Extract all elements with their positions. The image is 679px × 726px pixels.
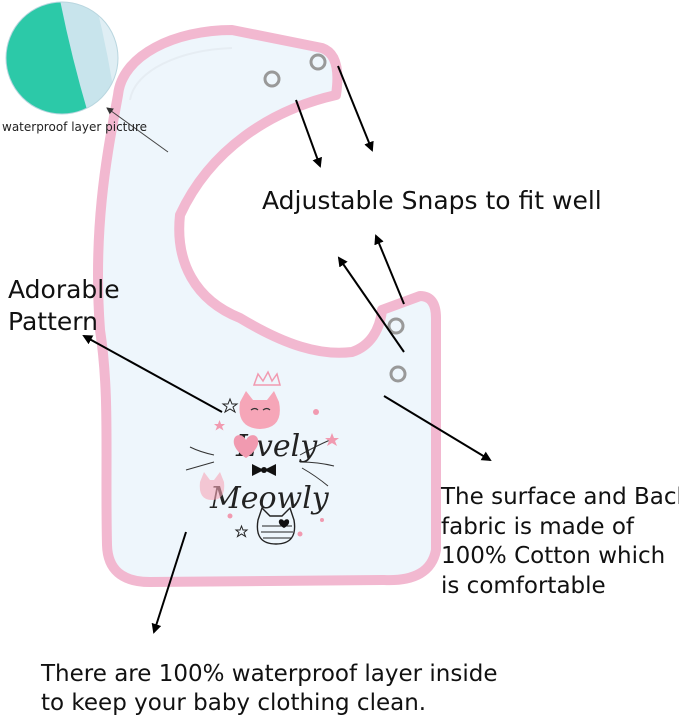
waterproof-layer-inset	[6, 2, 118, 114]
waterproof-label-line: to keep your baby clothing clean.	[41, 690, 427, 716]
snap-button	[389, 365, 407, 383]
waterproof-label-line: There are 100% waterproof layer inside	[41, 661, 498, 687]
striped-cat-icon	[256, 506, 296, 545]
pattern-label-line: Adorable	[8, 275, 120, 304]
snap-button	[309, 53, 327, 71]
snap-arrow	[337, 65, 374, 152]
heart-icon	[233, 435, 259, 458]
waterproof-label: There are 100% waterproof layer inside t…	[41, 660, 498, 718]
inset-caption: waterproof layer picture	[2, 120, 148, 134]
cotton-label-line: is comfortable	[441, 572, 606, 599]
whiskers	[299, 439, 335, 487]
waterproof-arrow	[151, 531, 187, 634]
pattern-label-line: Pattern	[8, 307, 98, 336]
snap-arrow	[374, 234, 405, 305]
cotton-label-line: The surface and Back	[441, 484, 679, 510]
pattern-label: Adorable Pattern	[8, 274, 120, 338]
inset-pointer-arrow	[106, 107, 169, 153]
cotton-label-line: fabric is made of	[441, 513, 635, 540]
pattern-arrow	[82, 335, 223, 413]
snap-arrow	[295, 99, 322, 168]
cotton-label: The surface and Back fabric is made of 1…	[441, 483, 679, 601]
crown-icon	[252, 370, 281, 386]
cotton-arrow	[383, 395, 492, 462]
snap-button	[263, 70, 281, 88]
snaps-label: Adjustable Snaps to fit well	[262, 186, 602, 215]
print-text-meowly: Meowly	[209, 481, 330, 516]
snap-arrow	[337, 256, 405, 353]
inset-border	[5, 1, 119, 115]
bib	[93, 25, 441, 587]
snap-button	[387, 317, 405, 335]
annotation-arrows	[82, 65, 492, 634]
cotton-label-line: 100% Cotton which	[441, 543, 666, 569]
cat-print-pattern: Lvely Meowly	[185, 370, 339, 545]
snap-buttons	[263, 53, 407, 383]
cat-face-icon	[239, 391, 280, 429]
